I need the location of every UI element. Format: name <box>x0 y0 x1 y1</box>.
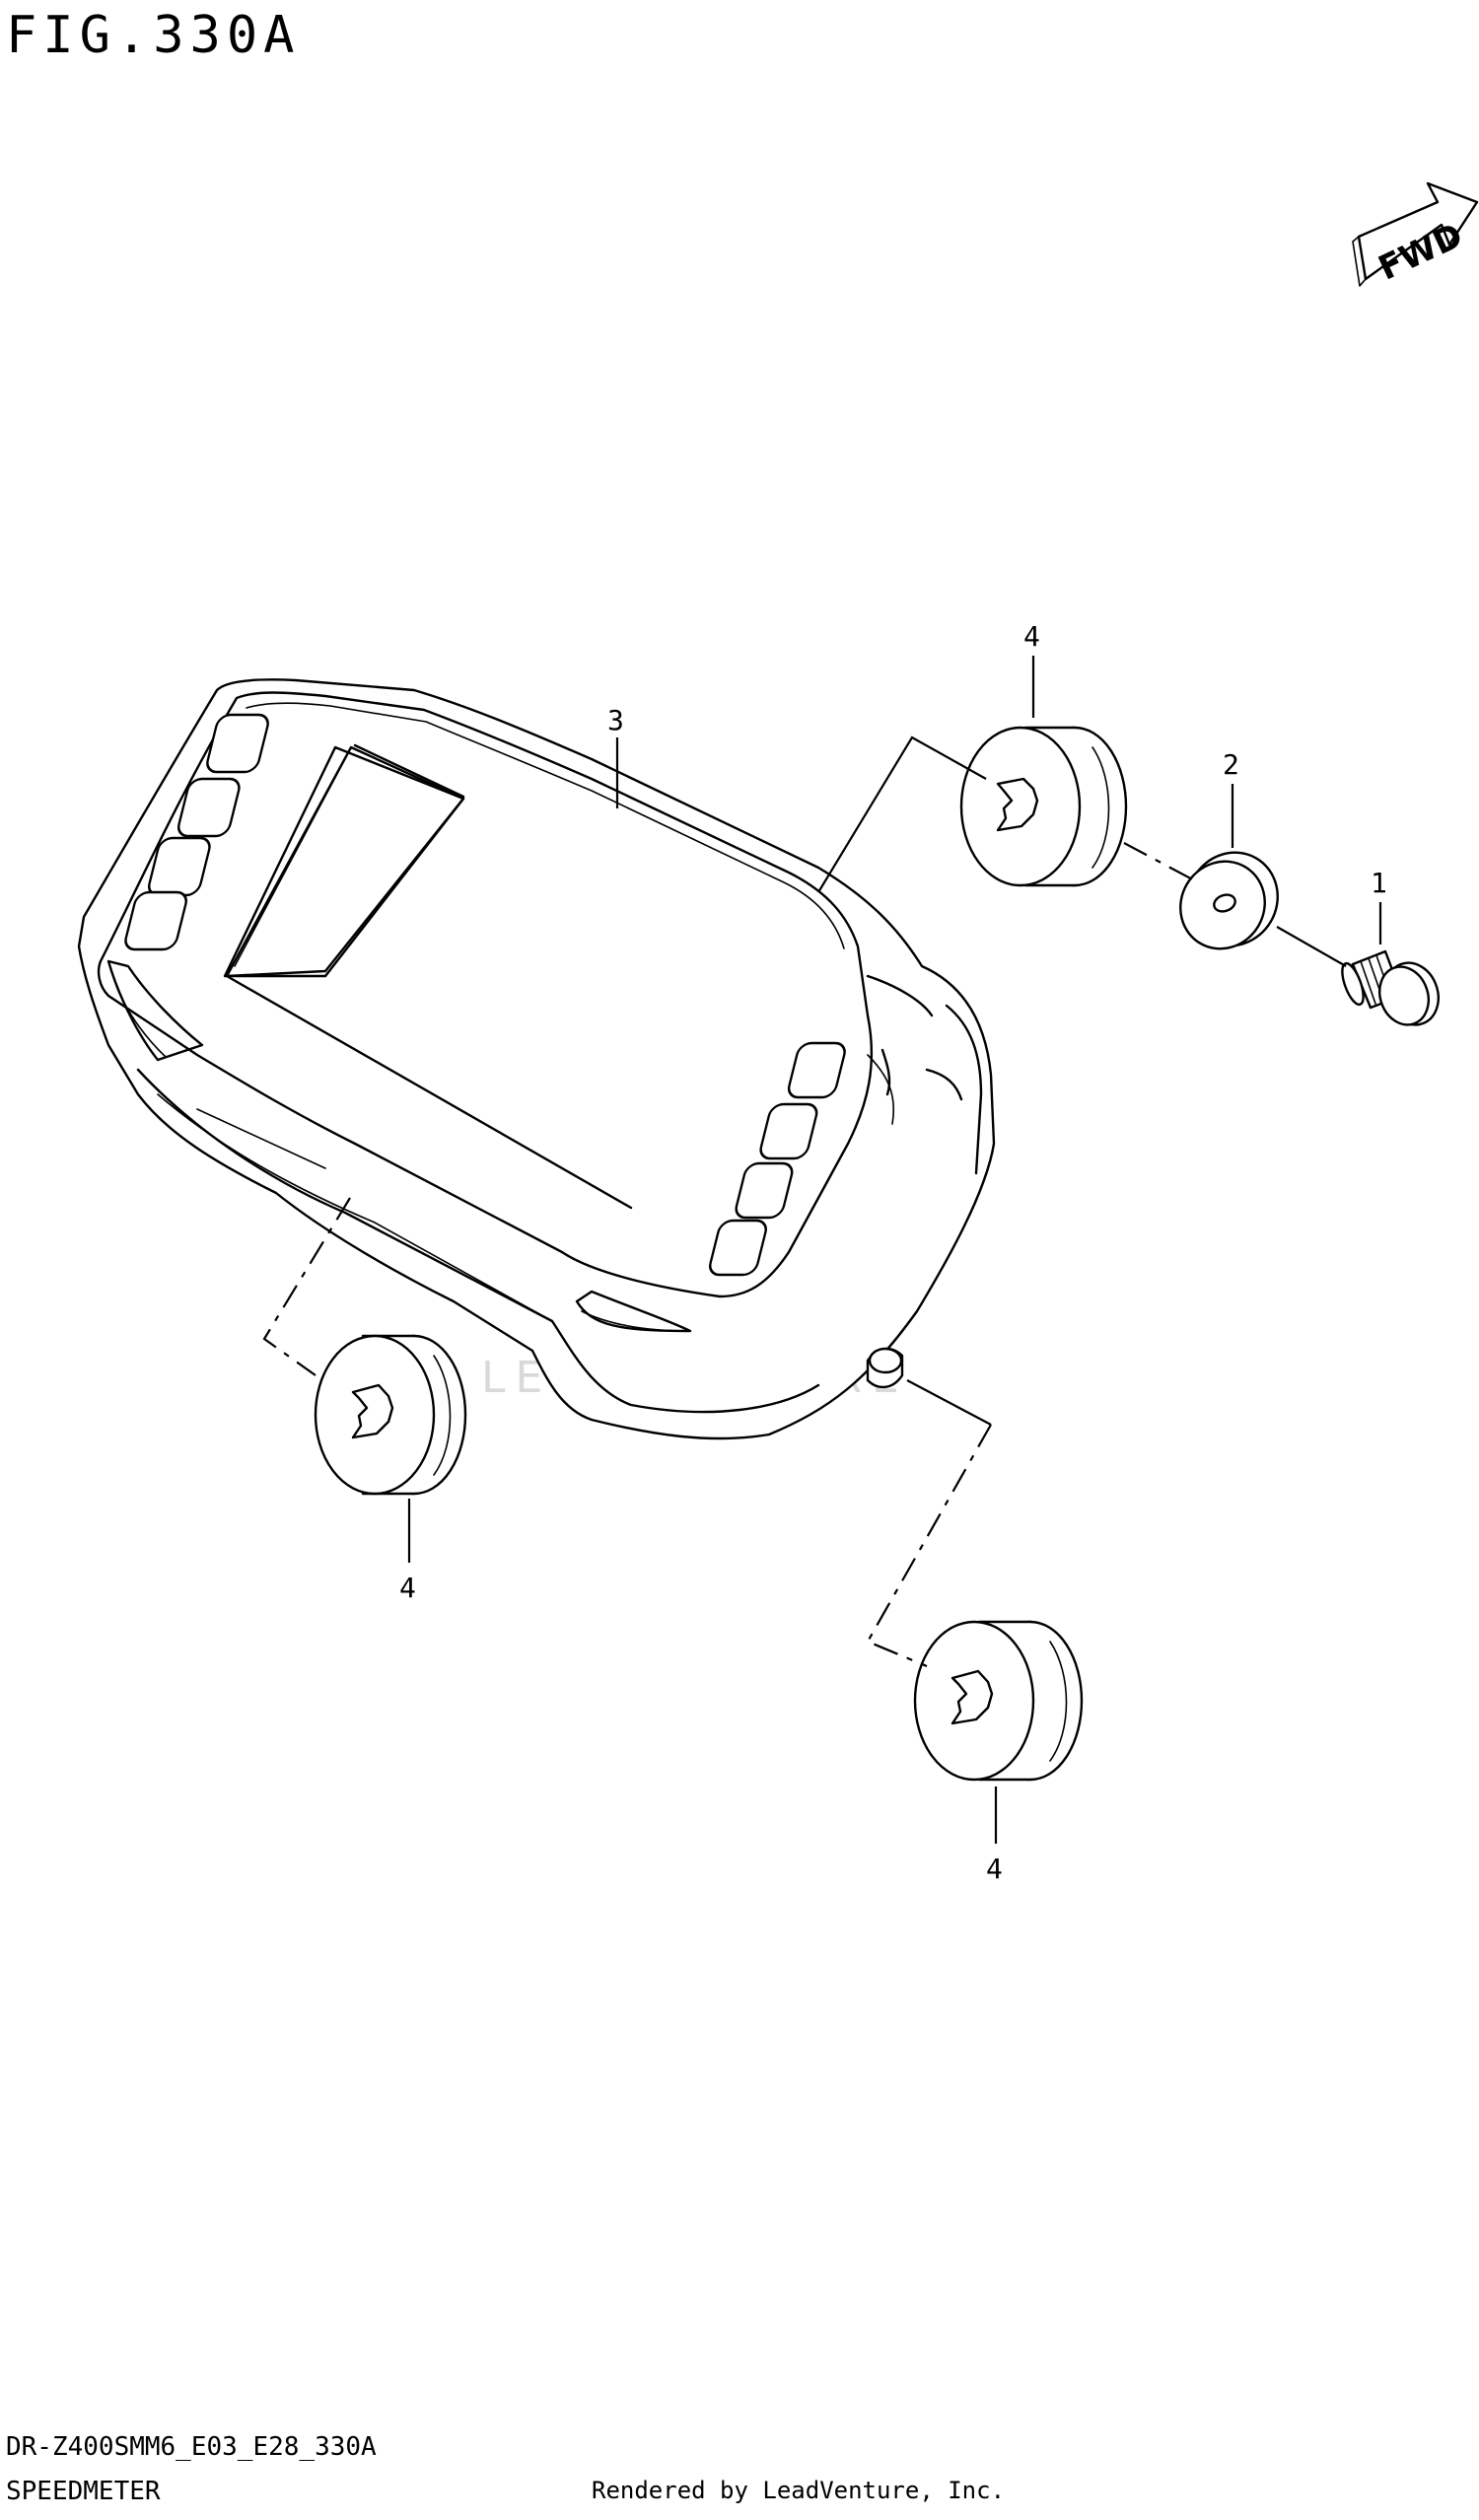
callout-bolt: 1 <box>1371 867 1387 899</box>
callout-speedometer: 3 <box>607 704 624 736</box>
callouts: 4 2 1 3 4 4 <box>399 620 1387 1885</box>
cushion-left <box>314 1334 467 1496</box>
speedometer-assembly <box>77 678 996 1440</box>
fwd-arrow-icon: FWD <box>1352 181 1479 289</box>
callout-cushion-bottom: 4 <box>986 1853 1003 1885</box>
cushion-bottom <box>913 1620 1084 1782</box>
washer <box>1179 851 1279 950</box>
figure-title: FIG.330A <box>6 6 301 65</box>
cushion-top <box>959 726 1128 887</box>
model-code: DR-Z400SMM6_E03_E28_330A <box>6 2432 377 2462</box>
callout-cushion-top: 4 <box>1023 620 1040 653</box>
section-name: SPEEDMETER <box>6 2477 161 2506</box>
callout-cushion-left: 4 <box>399 1572 416 1604</box>
bolt <box>1341 949 1440 1026</box>
leader-lines <box>262 656 1382 1844</box>
render-credit: Rendered by LeadVenture, Inc. <box>592 2477 1006 2504</box>
callout-washer: 2 <box>1223 748 1239 781</box>
